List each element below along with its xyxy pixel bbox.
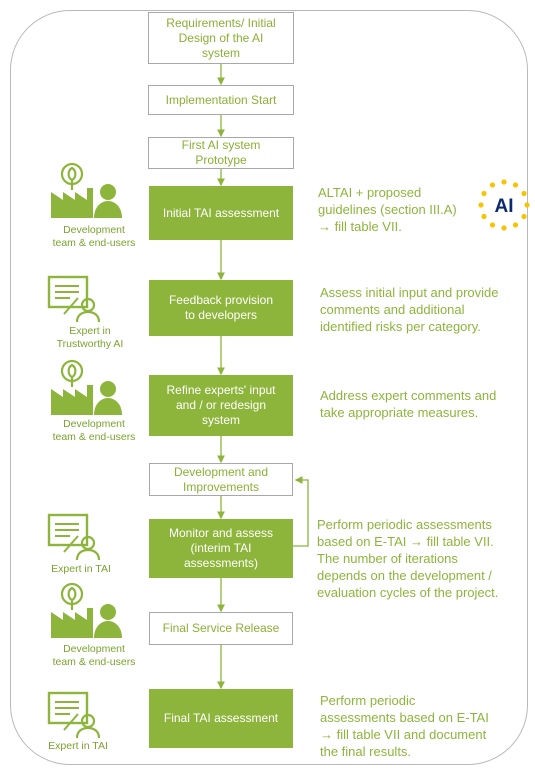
expert-board-icon bbox=[47, 691, 101, 739]
step-refine-redesign: Refine experts' input and / or redesign … bbox=[149, 375, 293, 436]
actor-label-expert-3: Expert in TAI bbox=[48, 740, 108, 752]
factory-team-icon bbox=[51, 162, 122, 218]
factory-team-icon bbox=[51, 582, 122, 638]
svg-text:AI: AI bbox=[495, 196, 514, 217]
note-final: Perform periodic assessments based on E-… bbox=[320, 693, 489, 759]
step-initial-tai-assessment: Initial TAI assessment bbox=[149, 186, 293, 240]
note-initial-assessment: ALTAI + proposed guidelines (section III… bbox=[318, 185, 457, 234]
loop-arrow bbox=[293, 476, 309, 547]
note-monitor: Perform periodic assessments based on E-… bbox=[317, 517, 499, 600]
step-first-prototype: First AI system Prototype bbox=[148, 137, 294, 169]
step-requirements: Requirements/ Initial Design of the AI s… bbox=[148, 12, 294, 64]
expert-board-icon bbox=[47, 275, 101, 323]
step-final-service-release: Final Service Release bbox=[149, 612, 293, 645]
expert-board-icon bbox=[47, 513, 101, 561]
note-refine: Address expert comments and take appropr… bbox=[320, 388, 497, 420]
actor-label-dev-1: Development team & end-users bbox=[52, 224, 136, 249]
step-feedback-provision: Feedback provision to developers bbox=[149, 280, 293, 336]
factory-team-icon bbox=[51, 359, 122, 415]
eu-ai-badge-icon: AI bbox=[478, 179, 530, 231]
step-development-improvements: Development and Improvements bbox=[149, 463, 293, 496]
actor-label-expert-1: Expert in Trustworthy AI bbox=[56, 325, 124, 350]
step-implementation-start: Implementation Start bbox=[148, 85, 294, 115]
actor-label-expert-2: Expert in TAI bbox=[51, 563, 111, 575]
step-monitor-assess: Monitor and assess (interim TAI assessme… bbox=[149, 519, 293, 578]
note-feedback: Assess initial input and provide comment… bbox=[320, 285, 499, 334]
actor-label-dev-3: Development team & end-users bbox=[52, 643, 136, 668]
process-frame bbox=[10, 10, 528, 765]
actor-label-dev-2: Development team & end-users bbox=[52, 418, 136, 443]
step-final-tai-assessment: Final TAI assessment bbox=[149, 689, 293, 748]
